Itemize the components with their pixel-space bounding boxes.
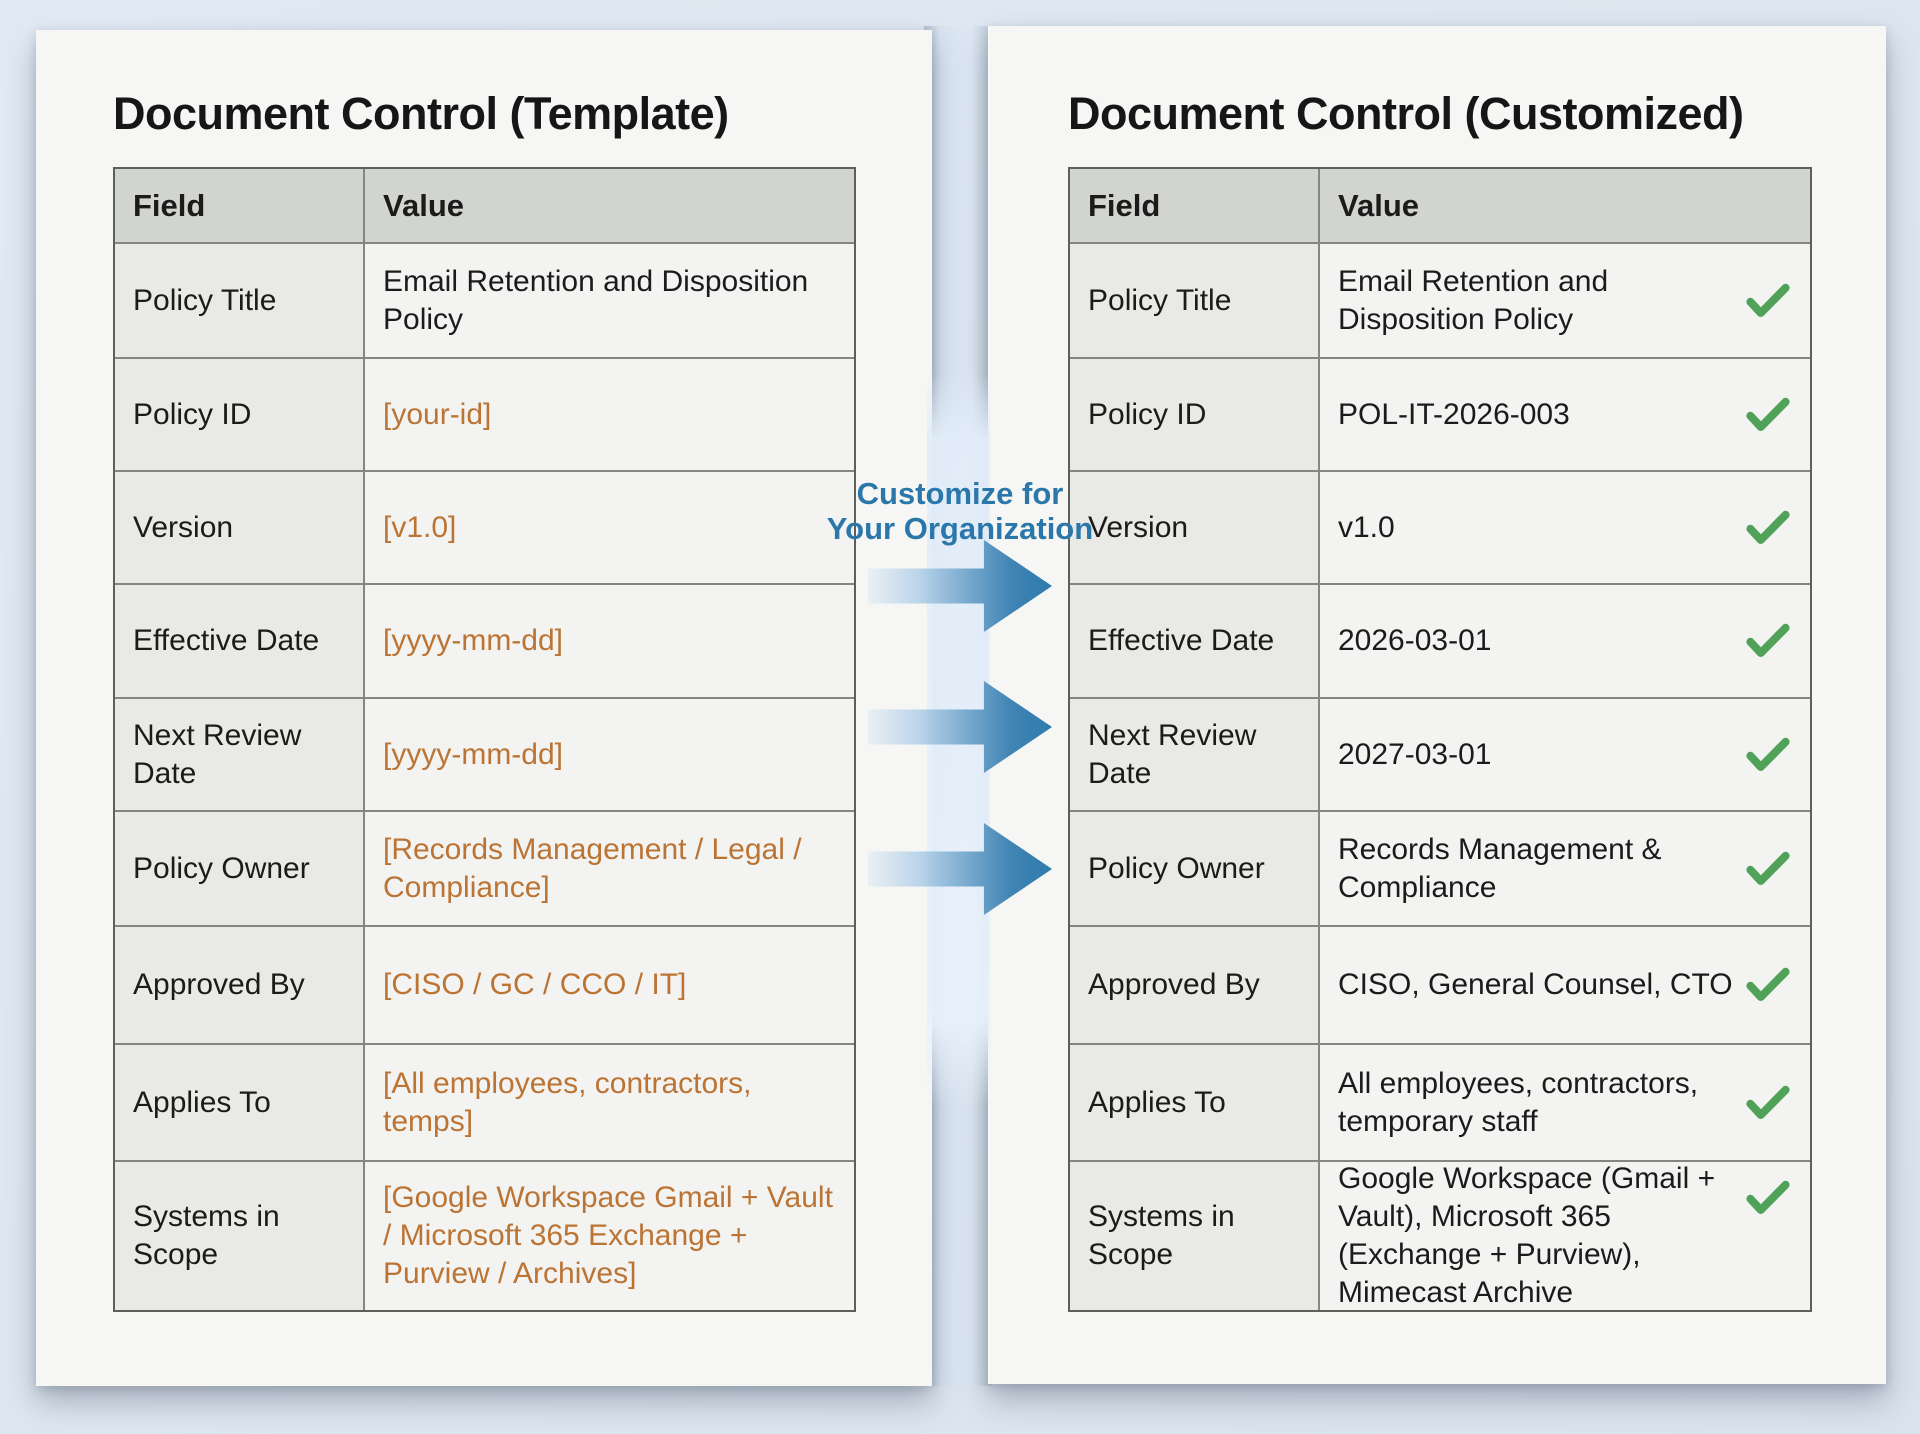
value-text: POL-IT-2026-003 bbox=[1338, 397, 1570, 431]
value-text: Email Retention and Disposition Policy bbox=[1338, 264, 1609, 336]
field-value: Email Retention and Disposition Policy bbox=[1320, 244, 1810, 357]
check-icon bbox=[1744, 965, 1792, 1005]
customized-page: Document Control (Customized) Field Valu… bbox=[988, 26, 1886, 1384]
field-label: Policy ID bbox=[1070, 359, 1318, 470]
value-text: CISO, General Counsel, CTO bbox=[1338, 968, 1733, 1001]
field-value: v1.0 bbox=[1320, 472, 1810, 583]
column-header-field: Field bbox=[1070, 169, 1318, 242]
value-text: Google Workspace (Gmail + Vault), Micros… bbox=[1338, 1162, 1716, 1309]
check-icon bbox=[1744, 621, 1792, 661]
field-value: 2027-03-01 bbox=[1320, 699, 1810, 810]
column-header-field: Field bbox=[115, 169, 363, 242]
customized-page-title: Document Control (Customized) bbox=[1068, 88, 1744, 139]
check-icon bbox=[1744, 508, 1792, 548]
check-icon bbox=[1744, 735, 1792, 775]
field-label: Effective Date bbox=[115, 585, 363, 697]
field-label: Policy Owner bbox=[115, 812, 363, 925]
field-label: Policy Title bbox=[1070, 244, 1318, 357]
field-label: Effective Date bbox=[1070, 585, 1318, 697]
value-text: 2026-03-01 bbox=[1338, 624, 1492, 657]
template-page-title: Document Control (Template) bbox=[113, 88, 729, 139]
field-value-placeholder: [your-id] bbox=[365, 359, 854, 470]
field-label: Policy Title bbox=[115, 244, 363, 357]
column-header-value: Value bbox=[1320, 169, 1810, 242]
field-value: POL-IT-2026-003 bbox=[1320, 359, 1810, 470]
value-text: All employees, contractors, temporary st… bbox=[1338, 1066, 1699, 1138]
check-icon bbox=[1744, 395, 1792, 435]
field-value-placeholder: [v1.0] bbox=[365, 472, 854, 583]
field-value: Email Retention and Disposition Policy bbox=[365, 244, 854, 357]
field-label: Next Review Date bbox=[115, 699, 363, 810]
field-label: Next Review Date bbox=[1070, 699, 1318, 810]
field-value-placeholder: [yyyy-mm-dd] bbox=[365, 585, 854, 697]
field-value-placeholder: [CISO / GC / CCO / IT] bbox=[365, 927, 854, 1043]
field-value: CISO, General Counsel, CTO bbox=[1320, 927, 1810, 1043]
field-label: Approved By bbox=[1070, 927, 1318, 1043]
customize-label-line2: Your Organization bbox=[826, 511, 1094, 546]
template-page: Document Control (Template) Field Value … bbox=[36, 30, 932, 1386]
field-label: Approved By bbox=[115, 927, 363, 1043]
customize-label-line1: Customize for bbox=[856, 476, 1064, 511]
field-value: All employees, contractors, temporary st… bbox=[1320, 1045, 1810, 1160]
field-value: Google Workspace (Gmail + Vault), Micros… bbox=[1320, 1162, 1810, 1310]
field-value: Records Management & Compliance bbox=[1320, 812, 1810, 925]
field-label: Systems in Scope bbox=[1070, 1162, 1318, 1310]
value-text: 2027-03-01 bbox=[1338, 737, 1492, 771]
check-icon bbox=[1744, 1178, 1792, 1218]
customize-label: Customize for Your Organization bbox=[808, 476, 1112, 546]
field-value-placeholder: [yyyy-mm-dd] bbox=[365, 699, 854, 810]
check-icon bbox=[1744, 849, 1792, 889]
field-label: Applies To bbox=[115, 1045, 363, 1160]
value-text: Records Management & Compliance bbox=[1338, 832, 1662, 904]
template-table: Field Value Policy Title Email Retention… bbox=[113, 167, 856, 1312]
field-value-placeholder: [Records Management / Legal / Compliance… bbox=[365, 812, 854, 925]
field-value: 2026-03-01 bbox=[1320, 585, 1810, 697]
field-label: Systems in Scope bbox=[115, 1162, 363, 1310]
field-value-placeholder: [All employees, contractors, temps] bbox=[365, 1045, 854, 1160]
check-icon bbox=[1744, 281, 1792, 321]
field-value-placeholder: [Google Workspace Gmail + Vault / Micros… bbox=[365, 1162, 854, 1310]
field-label: Version bbox=[1070, 472, 1318, 583]
field-label: Policy Owner bbox=[1070, 812, 1318, 925]
field-label: Applies To bbox=[1070, 1045, 1318, 1160]
field-label: Version bbox=[115, 472, 363, 583]
value-text: v1.0 bbox=[1338, 510, 1395, 544]
column-header-value: Value bbox=[365, 169, 854, 242]
customized-table: Field Value Policy Title Email Retention… bbox=[1068, 167, 1812, 1312]
check-icon bbox=[1744, 1083, 1792, 1123]
field-label: Policy ID bbox=[115, 359, 363, 470]
